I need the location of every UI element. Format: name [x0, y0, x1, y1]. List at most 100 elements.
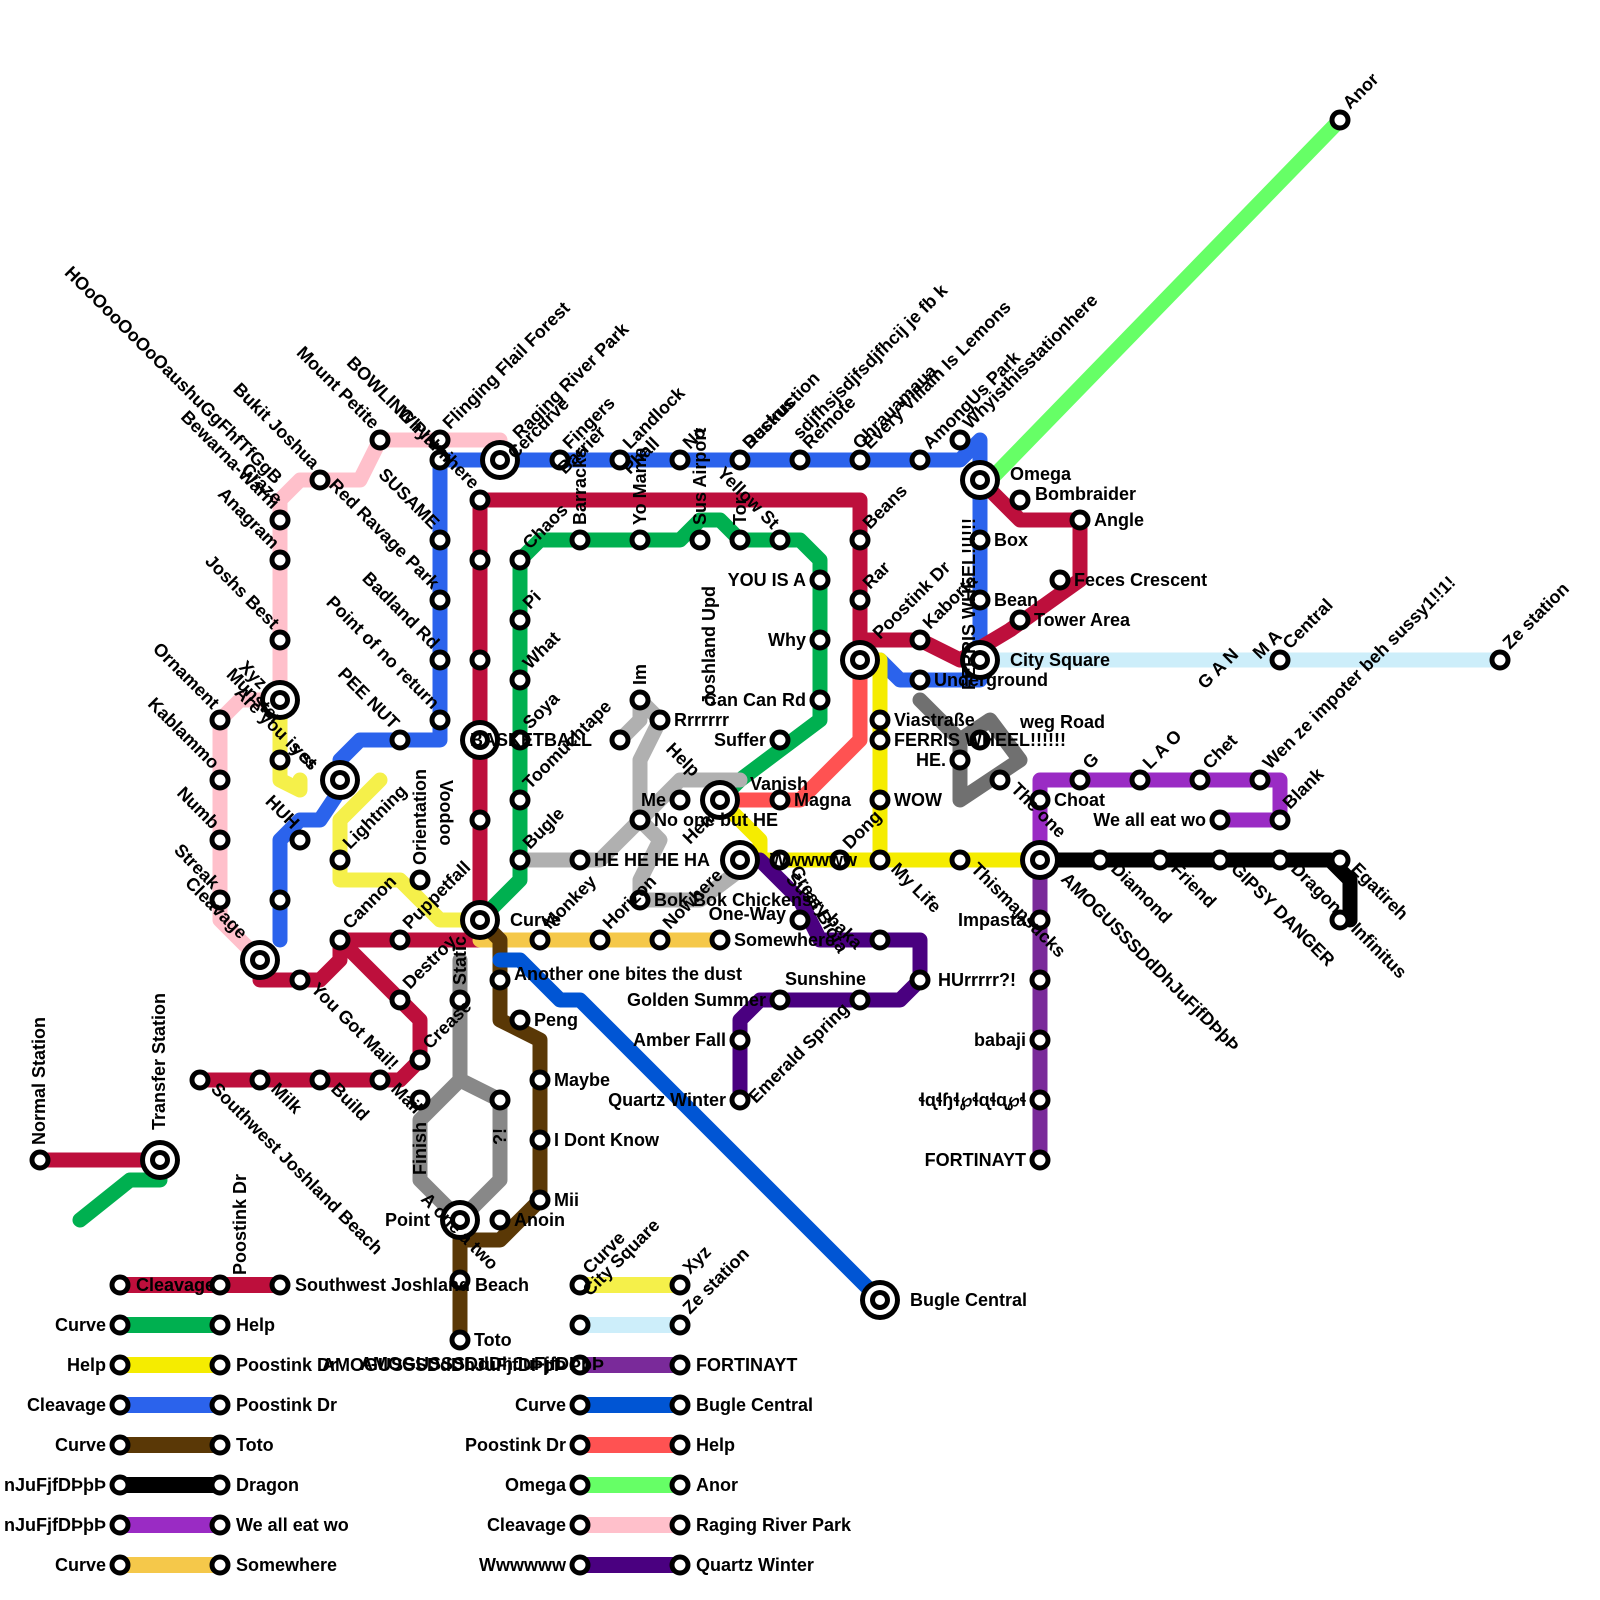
somewhere-station	[709, 929, 731, 951]
label-stations-bean: Bean	[994, 590, 1038, 610]
label-legend-normal-station: Normal Station	[29, 1017, 49, 1145]
babaji-station	[1029, 1029, 1051, 1051]
label-stations-i-dont-know: I Dont Know	[554, 1130, 660, 1150]
he-station	[949, 749, 971, 771]
legend-from-6-station	[109, 1514, 131, 1536]
tower-station	[1009, 609, 1031, 631]
crease-station	[409, 1049, 431, 1071]
toomuchtape-station	[509, 789, 531, 811]
label-stations-im: Im	[630, 664, 650, 685]
label-stations-vanish: Vanish	[750, 774, 808, 794]
point-transfer-station	[440, 1200, 480, 1240]
label-stations-city-square: City Square	[1010, 650, 1110, 670]
label-stations-ruckus: Ruckus	[739, 393, 799, 453]
normal-station	[29, 1149, 51, 1171]
whyisthis-station	[949, 429, 971, 451]
legend-to-4-station	[209, 1434, 231, 1456]
cannon-station	[329, 929, 351, 951]
remote-station	[789, 449, 811, 471]
underground-station	[909, 669, 931, 691]
what-station	[509, 669, 531, 691]
pee_nut-station	[389, 729, 411, 751]
label-stations-underground: Underground	[934, 670, 1048, 690]
glyphs-station	[1029, 1089, 1051, 1111]
label-stations-point-no-return: Point of no return	[322, 592, 443, 713]
line-omega-anor	[982, 112, 1348, 488]
mii-station	[529, 1189, 551, 1211]
legend-end-0-station	[269, 1274, 291, 1296]
label-stations-somewhere: Somewhere	[734, 930, 835, 950]
legend-from-5-station	[109, 1474, 131, 1496]
amongus_park-station	[909, 449, 931, 471]
stations	[29, 109, 1511, 1576]
label-stations-emerald-spring: Emerald Spring	[745, 999, 853, 1107]
gipsy-station	[1209, 849, 1231, 871]
legend-from-0-station	[109, 1274, 131, 1296]
suffer-station	[769, 729, 791, 751]
curve-transfer-station	[460, 900, 500, 940]
red_ravage-station	[429, 589, 451, 611]
label-stations-we-all-eat: We all eat wo	[1093, 810, 1206, 830]
label-stations-monkey: Monkey	[539, 871, 601, 933]
legend-right-to-4-station	[669, 1434, 691, 1456]
impasta-station	[1029, 909, 1051, 931]
landlock-station	[609, 449, 631, 471]
bok_bok-station	[629, 889, 651, 911]
label-stations-no-one-but-he: No one but HE	[654, 810, 778, 830]
maybe-station	[529, 1069, 551, 1091]
fortinayt-station	[1029, 1149, 1051, 1171]
weg_road-station	[969, 729, 991, 751]
golden_summer-station	[769, 989, 791, 1011]
badland-station	[429, 649, 451, 671]
label-legend-rows-right-3-to: Bugle Central	[696, 1395, 813, 1415]
streak-station	[209, 889, 231, 911]
legend-right-to-0-station	[669, 1274, 691, 1296]
pi-station	[509, 609, 531, 631]
label-stations-point: Point	[385, 1210, 430, 1230]
label-legend-rows-2-to: Poostink Dr	[236, 1355, 337, 1375]
one_way-station	[789, 909, 811, 931]
label-stations-he: HE.	[916, 750, 946, 770]
label-stations-quartz-winter: Quartz Winter	[608, 1090, 726, 1110]
bombraider-station	[1009, 489, 1031, 511]
line-cleavage-red-branch	[192, 932, 428, 1088]
label-stations-mii: Mii	[554, 1190, 579, 1210]
hehehe-station	[569, 849, 591, 871]
legend-right-from-6-station	[569, 1514, 591, 1536]
ferris-station	[869, 729, 891, 751]
label-legend-rows-right-4-from: Poostink Dr	[465, 1435, 566, 1455]
label-stations-orientation: Orientation	[410, 769, 430, 865]
label-legend-rows-right-5-from: Omega	[505, 1475, 567, 1495]
blank-station	[1269, 809, 1291, 831]
label-legend-transfer-station: Transfer Station	[149, 993, 169, 1130]
angle-station	[1069, 509, 1091, 531]
label-stations-infinitus: Infinitus	[1347, 919, 1411, 983]
anagram-station	[269, 549, 291, 571]
legend-from-4-station	[109, 1434, 131, 1456]
label-stations-lao: L A O	[1139, 726, 1186, 773]
destroy-station	[389, 989, 411, 1011]
great_biota-station	[769, 849, 791, 871]
omega-transfer-station	[960, 460, 1000, 500]
label-stations-me: Me	[641, 790, 666, 810]
label-stations-angle: Angle	[1094, 510, 1144, 530]
no_one_but_he-station	[629, 809, 651, 831]
label-legend-rows-0-from: Cleavage	[136, 1275, 215, 1295]
label-stations-ferris: FERRIS WHEEL!!!!!!	[959, 518, 979, 690]
me-station	[669, 789, 691, 811]
my_life-station	[869, 849, 891, 871]
legend-right-from-2-station	[569, 1354, 591, 1376]
label-stations-golden-summer: Golden Summer	[627, 990, 766, 1010]
label-stations-tower: Tower Area	[1034, 610, 1131, 630]
susame-station	[429, 529, 451, 551]
kablammo-station	[209, 769, 231, 791]
label-stations-yo-mama: Yo Mama	[630, 446, 650, 525]
label-stations-anor: Anor	[1339, 69, 1383, 113]
label-stations-feces: Feces Crescent	[1074, 570, 1207, 590]
label-legend-rows-right-2-to: FORTINAYT	[696, 1355, 797, 1375]
central-station	[1269, 649, 1291, 671]
hoooo-station	[469, 549, 491, 571]
lao-station	[1129, 769, 1151, 791]
label-stations-red-ravage: Red Ravage Park	[325, 475, 444, 594]
